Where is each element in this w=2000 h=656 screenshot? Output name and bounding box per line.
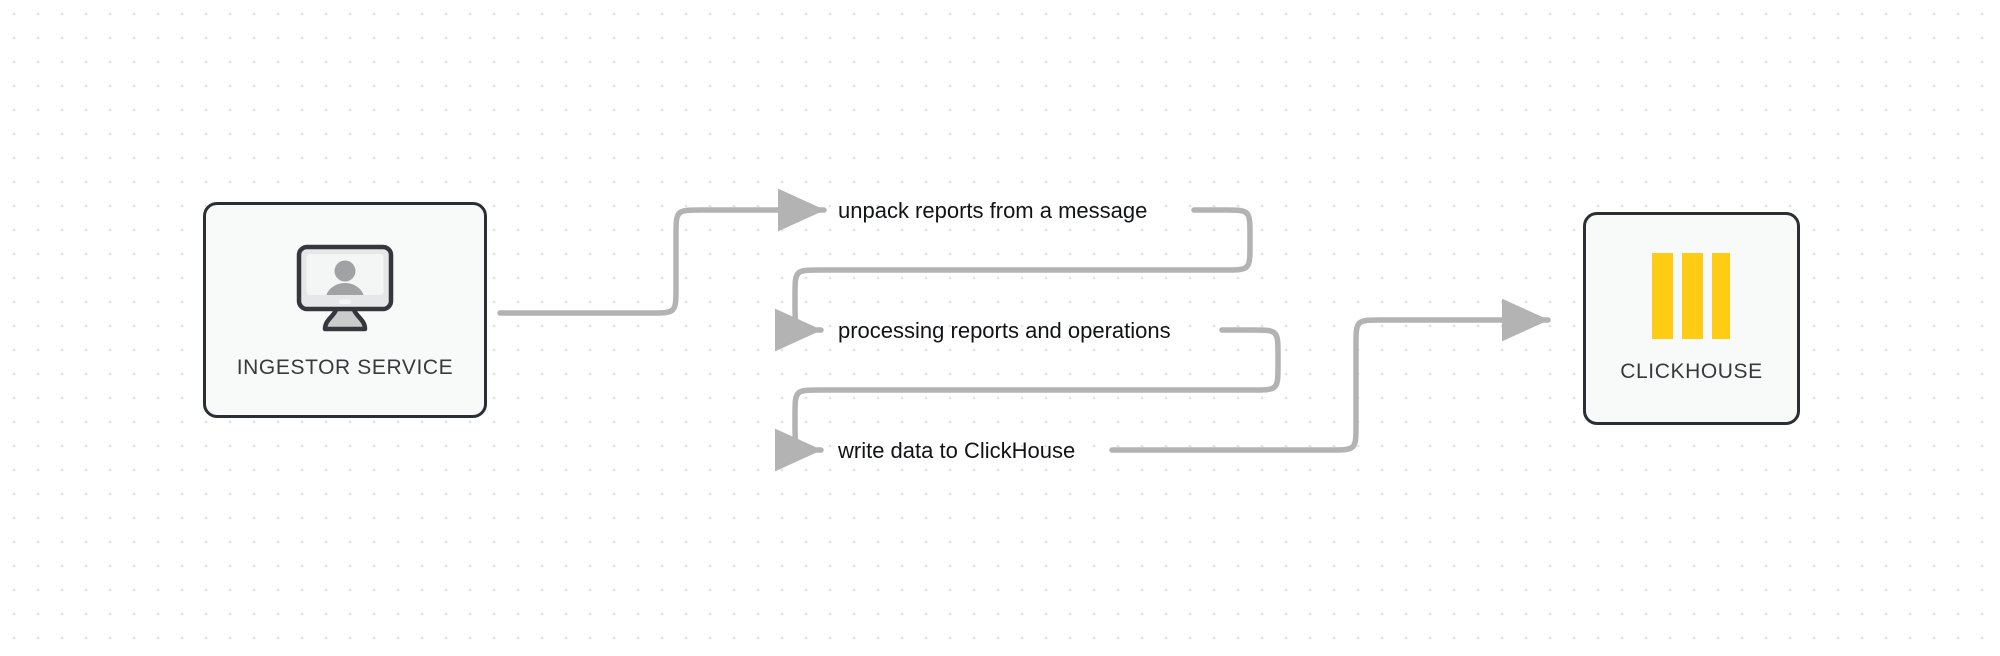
edge-path-source	[497, 188, 827, 316]
edge-label-write-data: write data to ClickHouse	[838, 438, 1076, 463]
clickhouse-bars-icon	[1650, 253, 1734, 344]
node-clickhouse[interactable]: CLICKHOUSE	[1583, 212, 1800, 425]
node-clickhouse-label: CLICKHOUSE	[1620, 360, 1763, 383]
edge-path-unpack	[774, 207, 1253, 352]
edge-path-processing	[774, 327, 1281, 472]
node-ingestor-service-label: INGESTOR SERVICE	[236, 355, 454, 379]
edge-label-unpack-reports: unpack reports from a message	[838, 198, 1148, 223]
node-ingestor-service[interactable]: INGESTOR SERVICE	[203, 202, 487, 418]
edge-path-write	[1109, 298, 1551, 453]
edge-label-processing-reports: processing reports and operations	[838, 318, 1171, 343]
monitor-user-icon	[293, 241, 397, 342]
